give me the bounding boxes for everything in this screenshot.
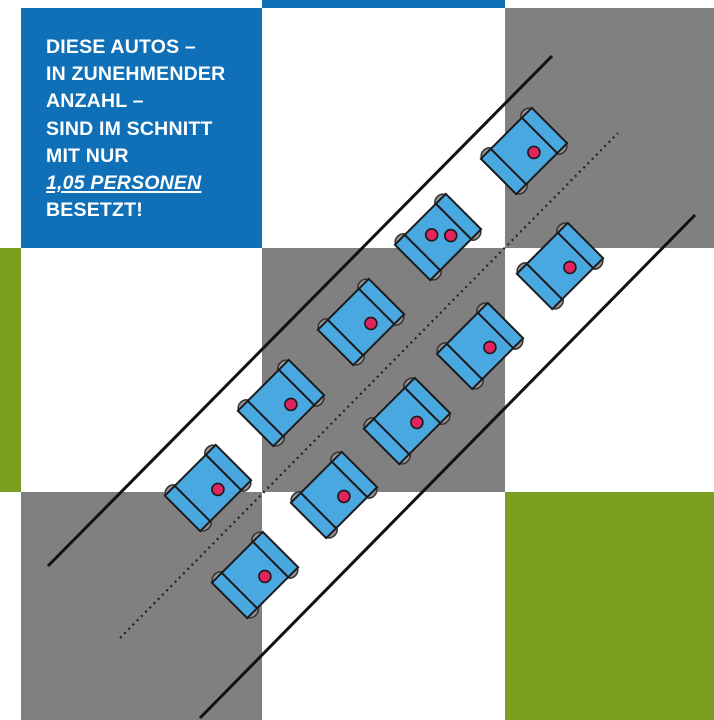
top-blue-strip xyxy=(262,0,505,8)
headline-line-3: ANZAHL – xyxy=(46,90,144,113)
bg-tile-gray-bottom-left xyxy=(21,492,262,720)
bg-tile-green-left xyxy=(0,248,21,492)
road-edge-right xyxy=(198,213,697,720)
headline-line-7: BESETZT! xyxy=(46,199,143,222)
headline-text: DIESE AUTOS – IN ZUNEHMENDER ANZAHL – SI… xyxy=(46,34,225,224)
road-edge-left xyxy=(46,54,554,568)
bg-tile-green-bottom-right xyxy=(505,492,714,720)
headline-line-2: IN ZUNEHMENDER xyxy=(46,63,226,86)
headline-line-5: MIT NUR xyxy=(46,144,129,167)
headline-highlight: 1,05 PERSONEN xyxy=(46,172,202,195)
road-center-line xyxy=(119,132,619,639)
headline-line-1: DIESE AUTOS – xyxy=(46,36,196,58)
headline-panel xyxy=(21,8,262,248)
headline-line-4: SIND IM SCHNITT xyxy=(46,117,213,140)
